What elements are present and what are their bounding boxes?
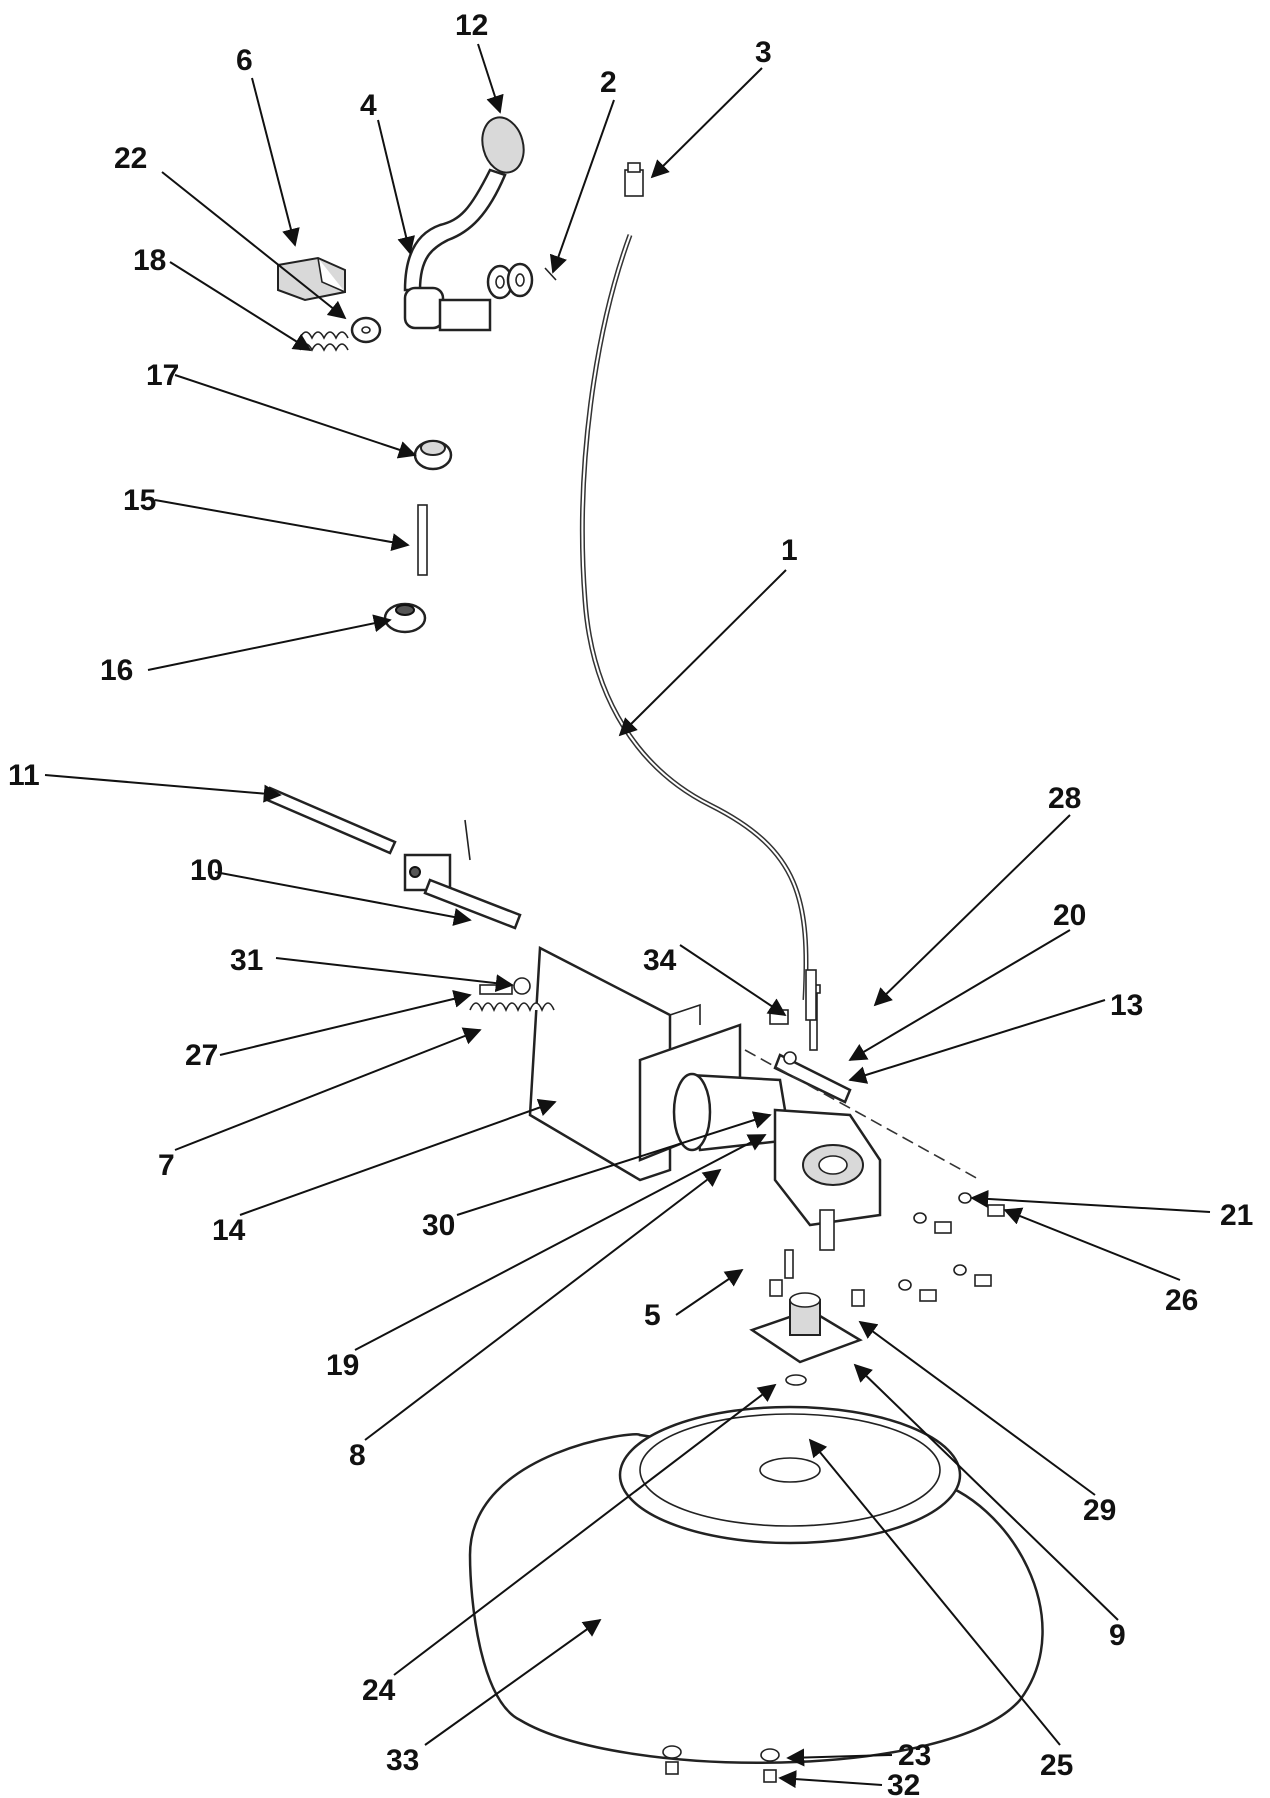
leader-line-15 bbox=[154, 499, 410, 552]
leader-line-31 bbox=[275, 957, 514, 993]
callout-27: 27 bbox=[185, 1039, 218, 1072]
leader-line-9 bbox=[853, 1363, 1119, 1621]
callout-11: 11 bbox=[8, 759, 40, 792]
callout-33: 33 bbox=[386, 1744, 419, 1777]
leader-line-22 bbox=[161, 171, 347, 320]
leader-line-2 bbox=[549, 99, 615, 274]
callout-31: 31 bbox=[230, 944, 263, 977]
callout-3: 3 bbox=[755, 36, 772, 69]
part-bolt-34-hardware bbox=[769, 969, 817, 1025]
leader-line-8 bbox=[364, 1168, 722, 1441]
part-cable-fitting bbox=[624, 162, 644, 197]
leader-line-28 bbox=[873, 814, 1071, 1007]
leader-line-6 bbox=[251, 77, 300, 247]
leader-line-30 bbox=[456, 1111, 772, 1216]
part-lever-arm-13 bbox=[773, 1051, 852, 1104]
part-washer-22 bbox=[350, 316, 382, 344]
leader-line-12 bbox=[477, 43, 504, 114]
leader-line-25 bbox=[808, 1438, 1061, 1746]
part-control-cable bbox=[579, 234, 809, 1001]
part-motor-30 bbox=[672, 1072, 792, 1152]
callout-5: 5 bbox=[644, 1299, 661, 1332]
callout-25: 25 bbox=[1040, 1749, 1073, 1782]
callout-12: 12 bbox=[455, 9, 488, 42]
leader-line-27 bbox=[219, 990, 472, 1056]
callout-16: 16 bbox=[100, 654, 133, 687]
callout-28: 28 bbox=[1048, 782, 1081, 815]
callout-30: 30 bbox=[422, 1209, 455, 1242]
callout-22: 22 bbox=[114, 142, 147, 175]
leader-line-34 bbox=[679, 944, 787, 1016]
callout-4: 4 bbox=[360, 89, 377, 122]
leader-line-5 bbox=[675, 1268, 744, 1316]
leader-line-14 bbox=[239, 1098, 557, 1216]
callout-14: 14 bbox=[212, 1214, 246, 1247]
part-bolt-27-nut-31 bbox=[479, 977, 531, 995]
leader-line-32 bbox=[778, 1770, 883, 1789]
callout-26: 26 bbox=[1165, 1284, 1198, 1317]
leader-line-21 bbox=[970, 1189, 1211, 1213]
callout-20: 20 bbox=[1053, 899, 1086, 932]
callout-24: 24 bbox=[362, 1674, 396, 1707]
part-bushing-16 bbox=[383, 602, 427, 634]
part-grommet-17 bbox=[413, 439, 453, 471]
part-gearbox-8 bbox=[773, 1108, 882, 1251]
leader-line-18 bbox=[169, 261, 312, 351]
leader-line-3 bbox=[650, 67, 763, 179]
part-nuts-23-32 bbox=[662, 1745, 780, 1783]
part-shaft-block-10 bbox=[403, 819, 522, 930]
part-spring-7 bbox=[469, 1002, 555, 1013]
leader-line-17 bbox=[174, 374, 417, 459]
leader-line-7 bbox=[174, 1027, 482, 1151]
part-switch-block bbox=[277, 256, 346, 302]
part-fasteners-small bbox=[769, 1192, 1005, 1307]
callout-10: 10 bbox=[190, 854, 223, 887]
leader-line-10 bbox=[214, 871, 472, 926]
leader-line-4 bbox=[377, 119, 415, 255]
callout-17: 17 bbox=[146, 359, 179, 392]
part-shift-handle bbox=[403, 116, 525, 332]
leader-line-23 bbox=[786, 1748, 893, 1767]
part-rod-11 bbox=[263, 786, 397, 855]
leader-line-16 bbox=[147, 614, 392, 671]
callout-6: 6 bbox=[236, 44, 253, 77]
callout-21: 21 bbox=[1220, 1199, 1253, 1232]
callout-29: 29 bbox=[1083, 1494, 1116, 1527]
callout-9: 9 bbox=[1109, 1619, 1126, 1652]
callout-32: 32 bbox=[887, 1769, 920, 1798]
callout-34: 34 bbox=[643, 944, 677, 977]
leader-line-26 bbox=[1003, 1207, 1181, 1281]
part-washers-cotter-pin bbox=[486, 262, 557, 300]
callout-18: 18 bbox=[133, 244, 166, 277]
leader-line-33 bbox=[424, 1618, 602, 1746]
leader-line-11 bbox=[44, 774, 282, 803]
callout-8: 8 bbox=[349, 1439, 366, 1472]
callout-2: 2 bbox=[600, 66, 617, 99]
callout-1: 1 bbox=[781, 534, 798, 567]
part-hub-plate-9 bbox=[749, 1292, 863, 1364]
callout-labels: 1 2 3 4 5 6 7 8 9 10 11 12 13 14 15 16 1… bbox=[8, 9, 1253, 1798]
callout-7: 7 bbox=[158, 1149, 175, 1182]
callout-19: 19 bbox=[326, 1349, 359, 1382]
leader-line-24 bbox=[393, 1383, 777, 1676]
leader-line-29 bbox=[858, 1320, 1096, 1496]
leader-line-19 bbox=[354, 1134, 767, 1351]
callout-13: 13 bbox=[1110, 989, 1143, 1022]
leader-line-13 bbox=[848, 999, 1106, 1084]
assembly-axis-line bbox=[744, 1049, 981, 1181]
callout-15: 15 bbox=[123, 484, 156, 517]
part-spinner-cone-33 bbox=[468, 1405, 1044, 1765]
callout-leaders bbox=[44, 43, 1211, 1789]
part-pin-15 bbox=[417, 504, 428, 576]
callout-23: 23 bbox=[898, 1739, 931, 1772]
leader-line-1 bbox=[618, 569, 787, 737]
leader-line-20 bbox=[848, 929, 1071, 1061]
